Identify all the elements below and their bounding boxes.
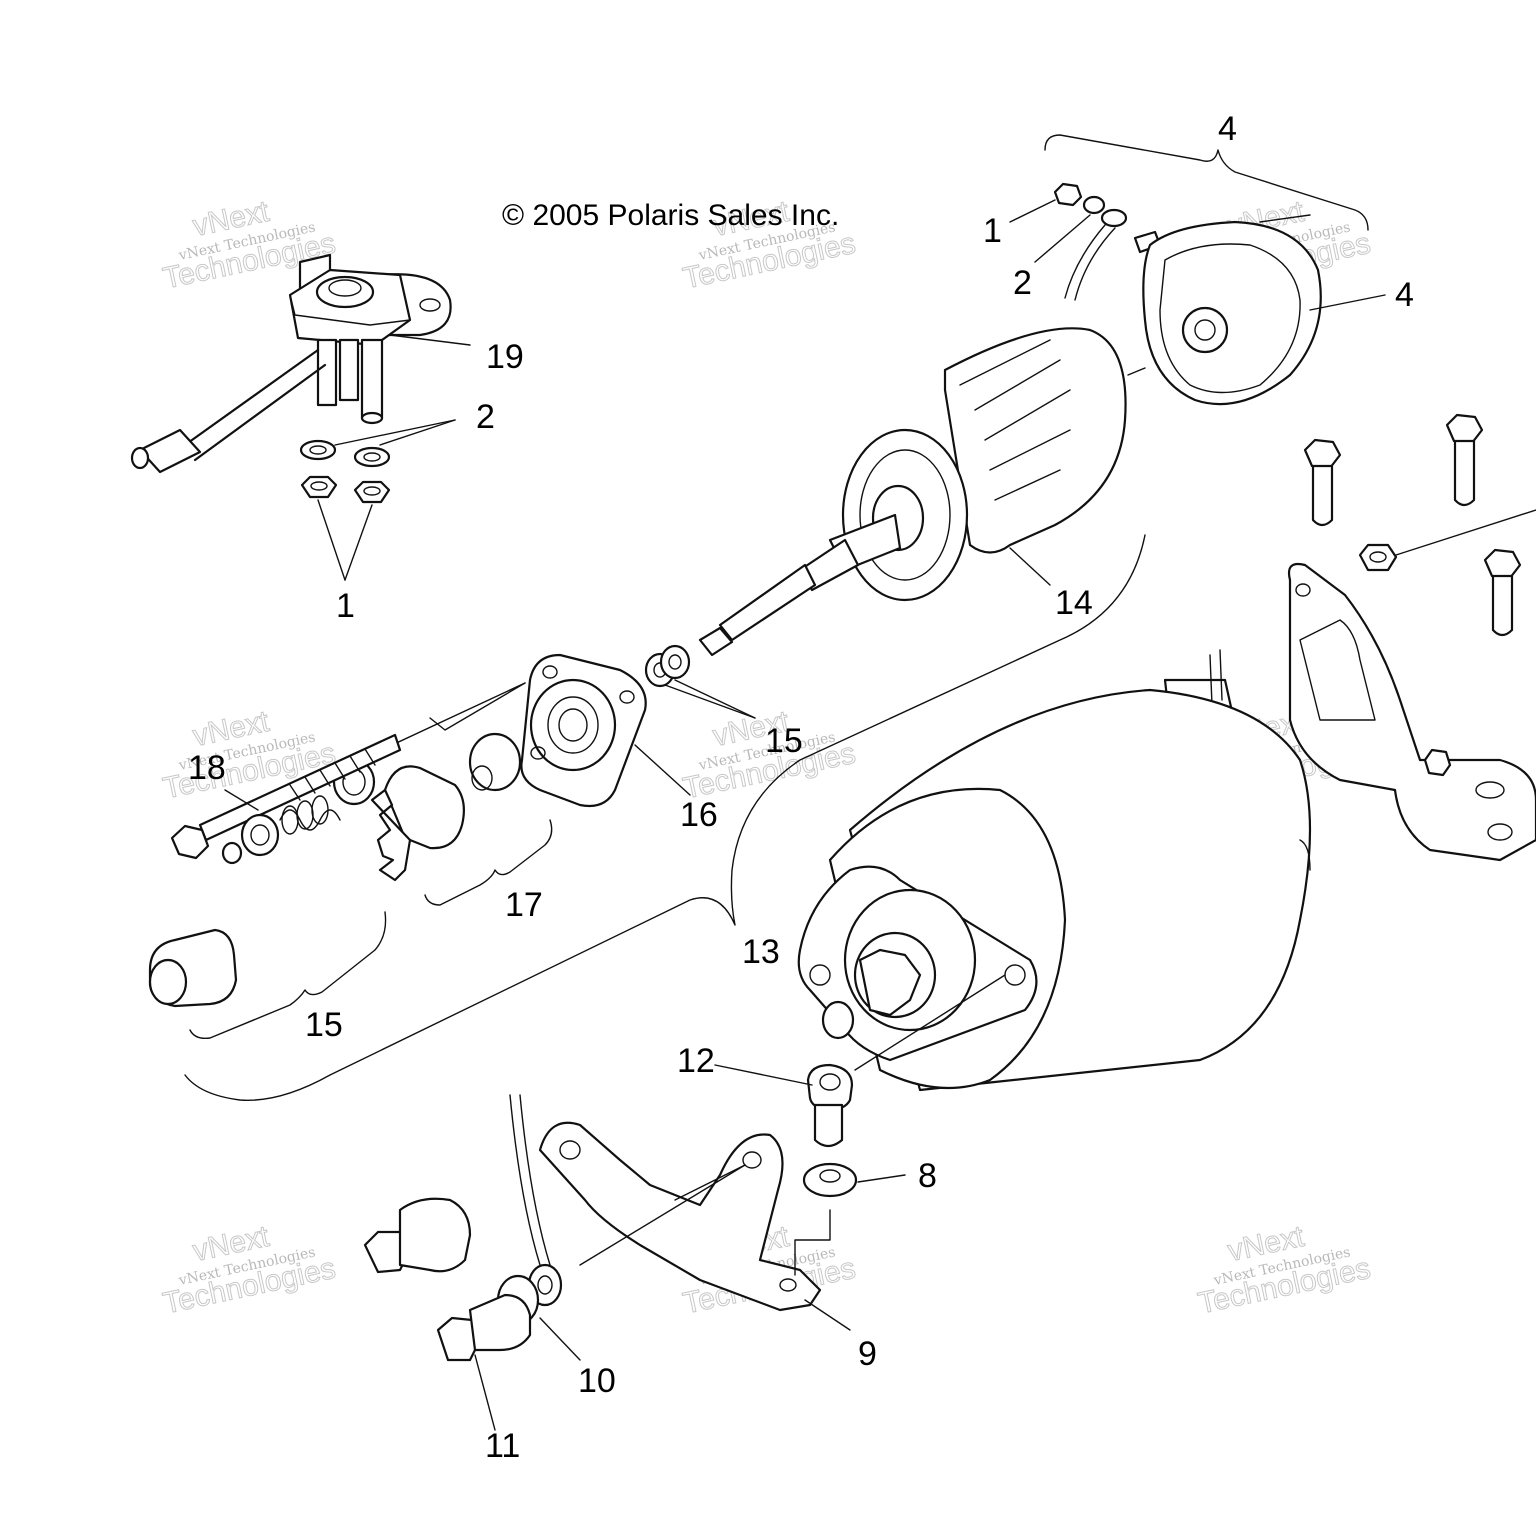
callout-1-solenoid-nuts: 1 [336, 587, 355, 625]
callout-11-bolt: 11 [485, 1427, 520, 1465]
callout-16-drive-end-plate: 16 [680, 796, 718, 834]
callout-8-washer: 8 [918, 1157, 937, 1195]
callout-12-bolt: 12 [677, 1042, 715, 1080]
watermark: vNext vNext Technologies Technologies [1195, 1219, 1374, 1321]
callout-14-armature: 14 [1055, 584, 1093, 622]
solenoid-hardware [299, 439, 391, 504]
leader-lines [184, 199, 1386, 1431]
bracket-bolts [1303, 413, 1536, 637]
callout-3-end-cap-group: 4 [1218, 110, 1237, 148]
armature [698, 327, 1127, 657]
callout-10-bolt: 10 [578, 1362, 616, 1400]
callout-9-bracket: 9 [858, 1335, 877, 1373]
drive-end-plate [520, 653, 647, 808]
copyright-notice: © 2005 Polaris Sales Inc. [502, 199, 839, 232]
drive-assembly [332, 732, 522, 882]
spring-and-collar-group [148, 795, 341, 1008]
armature-washers [644, 644, 691, 688]
callout-15-armature-washers: 15 [765, 722, 803, 760]
callout-2-solenoid-washers: 2 [476, 398, 495, 436]
watermark: vNext vNext Technologies Technologies [160, 1219, 339, 1321]
solenoid-assembly [130, 253, 452, 474]
callout-19-solenoid: 19 [486, 338, 524, 376]
callout-18-through-bolt: 18 [188, 749, 226, 787]
callout-13-starter-motor: 13 [742, 933, 780, 971]
mounting-bracket-right [1287, 562, 1536, 862]
lower-hardware [363, 1063, 858, 1362]
through-bolt [170, 682, 526, 860]
end-cap-assembly [1044, 134, 1369, 406]
callout-17-drive: 17 [505, 886, 543, 924]
callout-2-washer-top: 2 [1013, 264, 1032, 302]
watermark: vNext vNext Technologies Technologies [680, 194, 859, 296]
callout-labels: 4 1 2 4 19 2 1 14 15 16 18 17 15 13 12 8… [188, 110, 1414, 1465]
callout-1-nut-top: 1 [983, 212, 1002, 250]
callout-4-end-cap: 4 [1395, 276, 1414, 314]
callout-15-spring-group: 15 [305, 1006, 343, 1044]
starter-motor-housing [797, 649, 1312, 1092]
